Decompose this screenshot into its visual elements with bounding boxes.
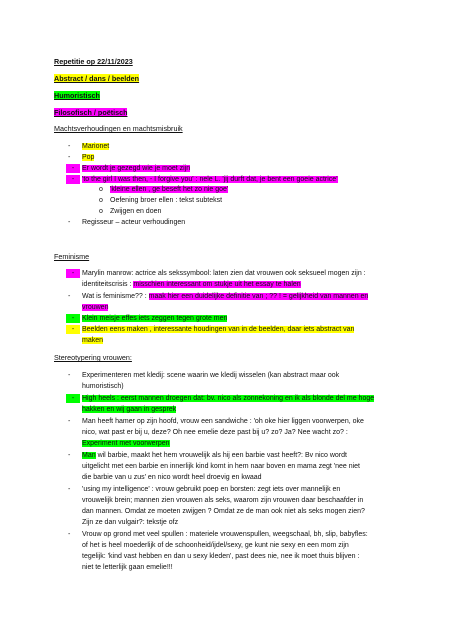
- macht-item-4: 'to the girl I was then, - I forgive you…: [82, 176, 338, 183]
- bullet-circle: o: [99, 186, 103, 193]
- macht-item-5: Regisseur – acteur verhoudingen: [82, 219, 186, 226]
- macht-sub-3: Zwijgen en doen: [110, 208, 162, 215]
- feminisme-item-3: Klein meisje effes iets zeggen tegen gro…: [82, 315, 228, 322]
- stereo-item-3-line-2: nico, wat past er bij u, deze? Oh nee em…: [82, 429, 348, 436]
- stereo-item-6-line-1: Vrouw op grond met veel spullen : materi…: [82, 531, 368, 538]
- stereo-item-3-line-1: Man heeft hamer op zijn hoofd, vrouw een…: [82, 418, 364, 425]
- tag-humor-label: Humoristisch: [54, 91, 100, 100]
- bullet-dash: -: [68, 452, 71, 459]
- stereo-item-1-line-1: Experimenteren met kledij: scene waarin …: [82, 372, 340, 379]
- feminisme-item-1-line-2: identiteitscrisis : misschien interessan…: [82, 281, 301, 288]
- stereo-item-6-line-2: of het is heel moederlijk of de schoonhe…: [82, 542, 349, 549]
- stereo-item-4-line-1: Man wil barbie, maakt het hem vrouwelijk…: [82, 452, 347, 459]
- bullet-dash: -: [66, 175, 80, 184]
- stereo-item-1-line-2: humoristisch): [82, 383, 124, 390]
- bullet-dash: -: [66, 164, 80, 173]
- feminisme-item-2-line-2: vrouwen: [82, 304, 109, 311]
- stereo-item-4-line-3: die barbie van u zus' en nico wordt heel…: [82, 474, 262, 481]
- bullet-dash: -: [68, 293, 71, 300]
- bullet-dash: -: [66, 314, 80, 323]
- bullet-dash: -: [66, 325, 80, 334]
- feminisme-item-2-line-1: Wat is feminisme?? : maak hier een duide…: [82, 293, 369, 300]
- tag-humor: Humoristisch: [54, 91, 100, 100]
- bullet-dash: -: [68, 143, 71, 150]
- stereo-item-4-line-2: uitgelicht met een barbie en innerlijk k…: [82, 463, 360, 470]
- macht-sub-1: 'kleine ellen , ge beseft het zo nie goe…: [110, 186, 229, 193]
- feminisme-item-4-line-2: maken: [82, 337, 104, 344]
- document-title: Repetitie op 22/11/2023: [54, 57, 133, 66]
- tag-abstract-label: Abstract / dans / beelden: [54, 74, 140, 83]
- macht-item-2: Pop: [82, 154, 95, 161]
- bullet-dash: -: [68, 154, 71, 161]
- macht-item-3: Er wordt je gezegd wie je moet zijn: [82, 165, 191, 172]
- heading-macht: Machtsverhoudingen en machtsmisbruik: [54, 124, 183, 133]
- stereo-item-6-line-3: tegelijk: 'kind vast hebben en dan u sex…: [82, 553, 360, 560]
- stereo-item-2-line-1: High heels : eerst mannen droegen dat: b…: [82, 395, 375, 402]
- bullet-dash: -: [66, 269, 80, 278]
- stereo-item-2-line-2: hakken en wij gaan in gesprek: [82, 406, 177, 413]
- feminisme-item-1-line-1: Marylin manrow: actrice als sekssymbool:…: [82, 270, 366, 277]
- stereo-item-5-line-1: 'using my intelligence' : vrouw gebruikt…: [82, 486, 341, 493]
- bullet-dash: -: [68, 219, 71, 226]
- macht-item-1: Marionet: [82, 143, 110, 150]
- stereo-item-6-line-4: niet te letterlijk gaan emelie!!!: [82, 564, 173, 571]
- bullet-circle: o: [99, 208, 103, 215]
- bullet-dash: -: [68, 372, 71, 379]
- feminisme-item-4-line-1: Beelden eens maken , interessante houdin…: [82, 326, 355, 333]
- bullet-dash: -: [68, 531, 71, 538]
- bullet-circle: o: [99, 197, 103, 204]
- macht-sub-2: Oefening broer ellen : tekst subtekst: [110, 197, 223, 204]
- stereo-item-5-line-4: Zijn ze dan vulgair?: tekstje ofz: [82, 519, 179, 526]
- stereo-item-5-line-3: dan mannen. Omdat ze moeten zwijgen ? Om…: [82, 508, 365, 515]
- bullet-dash: -: [68, 418, 71, 425]
- stereo-item-5-line-2: vrouwelijk brein; mannen zien vrouwen al…: [82, 497, 364, 504]
- heading-stereotypering: Stereotypering vrouwen:: [54, 353, 132, 362]
- tag-abstract: Abstract / dans / beelden: [54, 74, 140, 83]
- tag-filosofisch: Filosofisch / poëtisch: [54, 108, 128, 117]
- heading-feminisme: Feminisme: [54, 252, 90, 261]
- bullet-dash: -: [66, 394, 80, 403]
- bullet-dash: -: [68, 486, 71, 493]
- stereo-item-3-line-3: Experiment met voorwerpen: [82, 440, 170, 447]
- tag-filosofisch-label: Filosofisch / poëtisch: [54, 108, 128, 117]
